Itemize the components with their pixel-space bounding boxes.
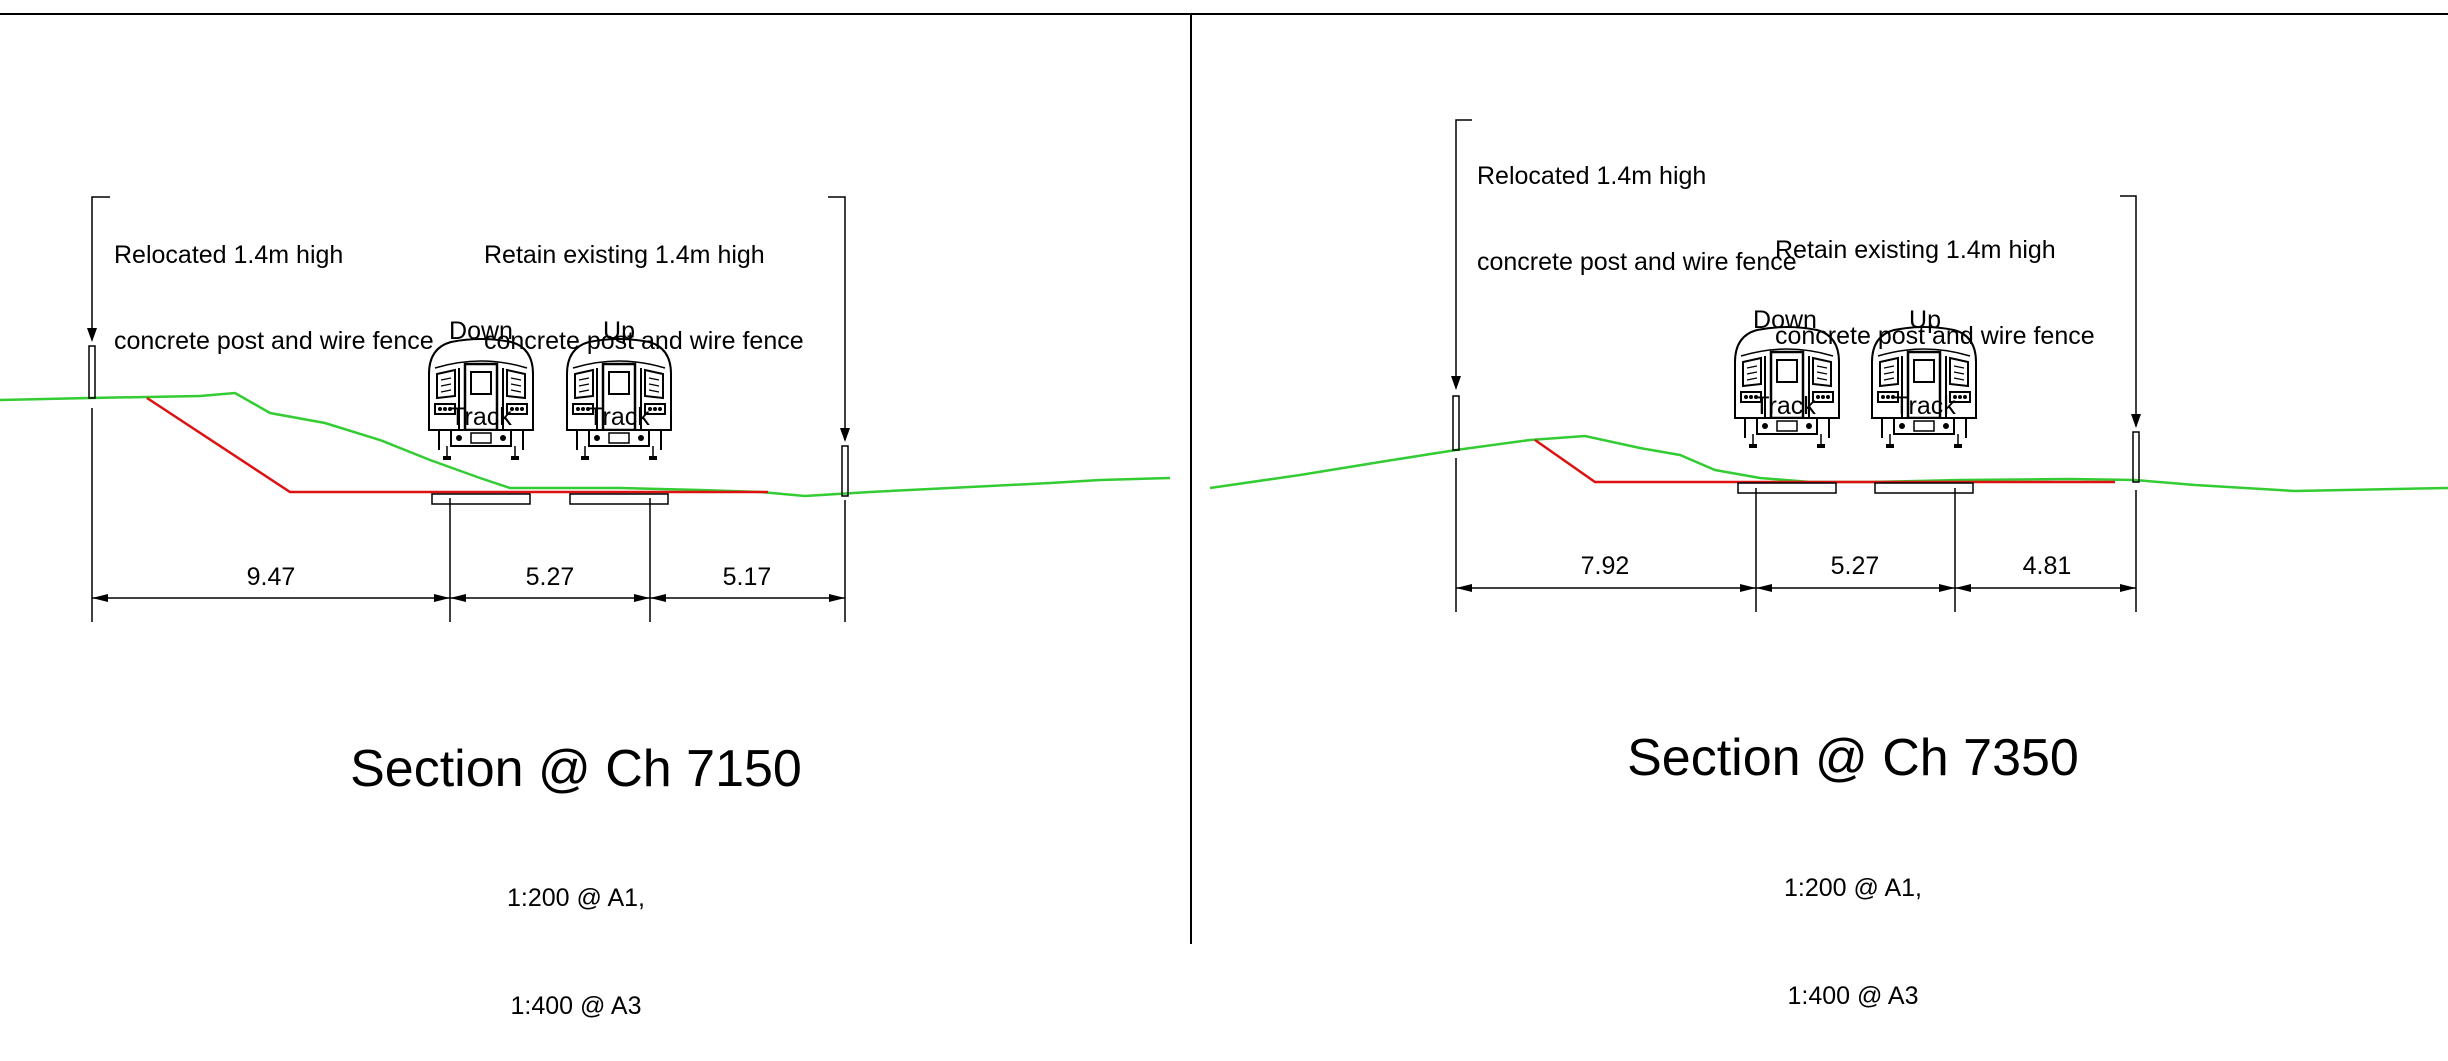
left-fence-post — [1452, 395, 1460, 451]
right-fence-note-line-2: concrete post and wire fence — [484, 326, 804, 355]
down-track-label-line-2: Track — [1754, 391, 1816, 420]
up-track-label-line-2: Track — [1894, 391, 1956, 420]
right-fence-note-line-1: Retain existing 1.4m high — [1775, 235, 2056, 264]
right-fence-note: Retain existing 1.4m high concrete post … — [1775, 178, 2095, 379]
down-track-label: Down Track — [411, 259, 551, 460]
scale-line-1: 1:200 @ A1, — [507, 883, 645, 912]
up-track-label-line-2: Track — [588, 402, 650, 431]
up-track-label: Up Track — [549, 259, 689, 460]
scale-line-2: 1:400 @ A3 — [510, 992, 642, 1021]
left-fence-note-line-1: Relocated 1.4m high — [1477, 161, 1707, 190]
down-track-label: Down Track — [1715, 248, 1855, 449]
down-track-label-line-1: Down — [1753, 305, 1817, 334]
cross-section-drawing — [0, 119, 2448, 622]
dimension-track-centres: 5.27 — [525, 563, 575, 591]
up-track-label-line-1: Up — [1909, 305, 1941, 334]
section-7150 — [0, 196, 1171, 622]
left-fence-note: Relocated 1.4m high concrete post and wi… — [114, 183, 434, 384]
dimension-up-track-to-right: 4.81 — [2022, 552, 2072, 580]
proposed-formation-line — [146, 396, 768, 494]
section-scale: 1:200 @ A1, 1:400 @ A3 — [376, 807, 776, 1061]
sheet-border-top — [0, 13, 2448, 15]
dimension-up-track-to-right: 5.17 — [722, 563, 772, 591]
up-track-label: Up Track — [1855, 248, 1995, 449]
down-track-label-line-1: Down — [449, 316, 513, 345]
left-fence-post — [88, 345, 96, 399]
dimension-left-to-down-track: 7.92 — [1580, 552, 1630, 580]
proposed-formation-line — [1534, 438, 2115, 484]
up-track-label-line-1: Up — [603, 316, 635, 345]
right-fence-post — [841, 445, 849, 497]
existing-ground-line — [0, 391, 1171, 498]
left-fence-note-line-2: concrete post and wire fence — [1477, 247, 1797, 276]
scale-line-1: 1:200 @ A1, — [1784, 873, 1922, 902]
section-7350 — [1209, 119, 2448, 612]
right-fence-note-line-2: concrete post and wire fence — [1775, 321, 2095, 350]
dimension-left-to-down-track: 9.47 — [246, 563, 296, 591]
dimension-track-centres: 5.27 — [1830, 552, 1880, 580]
down-track-label-line-2: Track — [450, 402, 512, 431]
left-fence-note: Relocated 1.4m high concrete post and wi… — [1477, 104, 1797, 305]
left-fence-note-line-2: concrete post and wire fence — [114, 326, 434, 355]
right-fence-note: Retain existing 1.4m high concrete post … — [484, 183, 804, 384]
section-title: Section @ Ch 7150 — [350, 740, 802, 798]
left-fence-note-line-1: Relocated 1.4m high — [114, 240, 344, 269]
existing-ground-line — [1209, 434, 2448, 493]
right-fence-post — [2132, 431, 2140, 483]
scale-line-2: 1:400 @ A3 — [1787, 982, 1919, 1011]
right-fence-note-line-1: Retain existing 1.4m high — [484, 240, 765, 269]
section-title: Section @ Ch 7350 — [1627, 729, 2079, 787]
section-scale: 1:200 @ A1, 1:400 @ A3 — [1653, 797, 2053, 1051]
sheet-divider — [1190, 13, 1192, 944]
